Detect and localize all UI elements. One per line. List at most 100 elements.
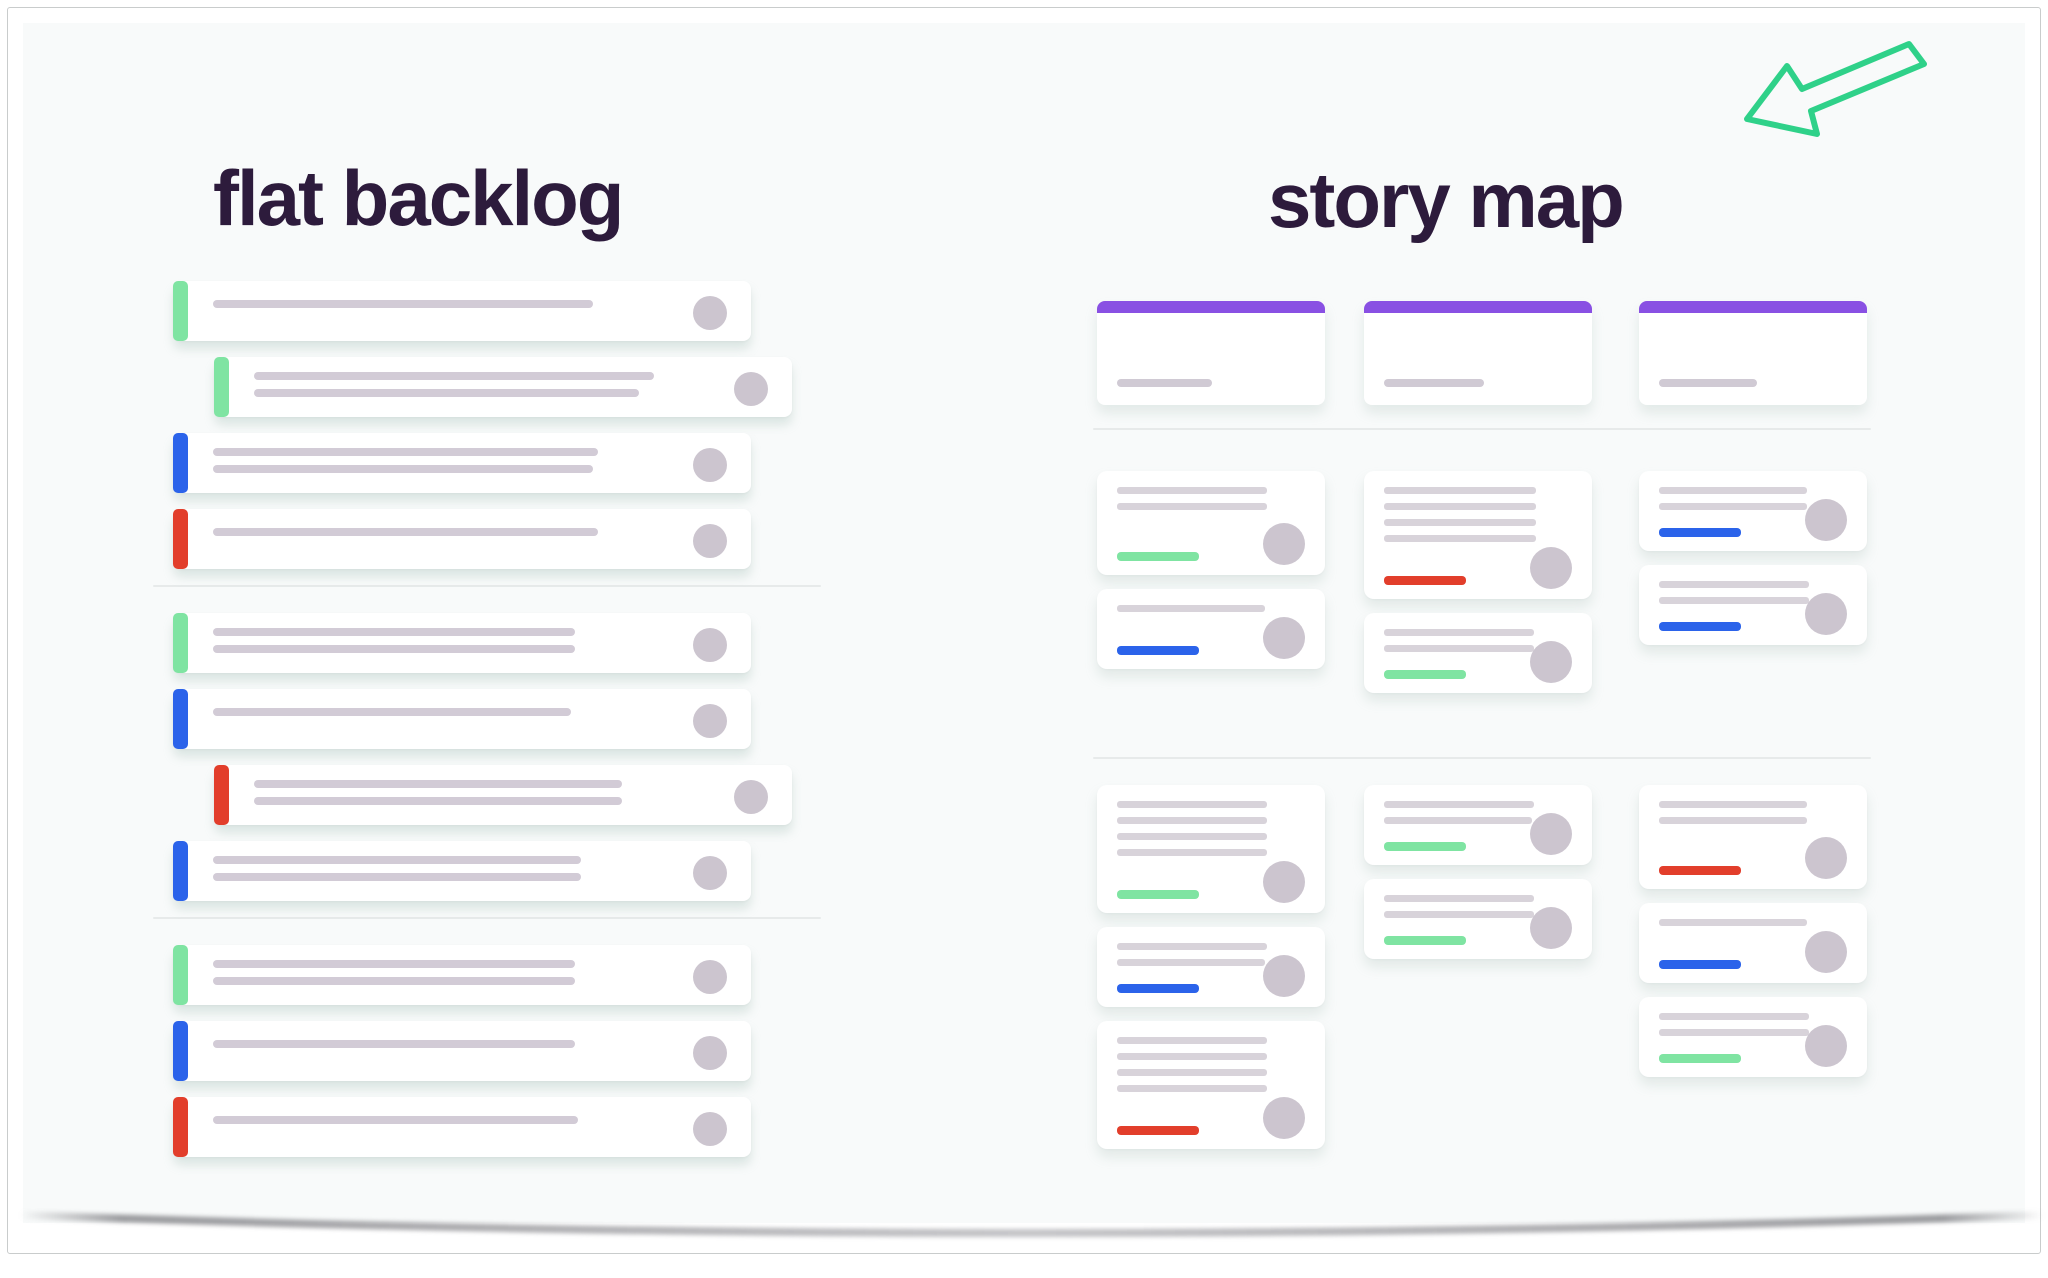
blue-label-bar — [1117, 984, 1199, 993]
hand-drawn-arrow-icon — [1744, 41, 1927, 137]
backlog-group-separator — [153, 917, 821, 919]
blue-priority-bar — [173, 1021, 188, 1081]
story-band-1-column — [1364, 471, 1592, 707]
backlog-card — [173, 281, 751, 341]
story-card — [1639, 785, 1867, 889]
text-placeholder-line — [254, 797, 622, 805]
blue-priority-bar — [173, 689, 188, 749]
backlog-card — [173, 689, 751, 749]
avatar-placeholder — [693, 524, 727, 558]
story-band-2-column — [1364, 785, 1592, 973]
purple-epic-bar — [1364, 301, 1592, 313]
flat-backlog-title: flat backlog — [213, 154, 624, 243]
text-placeholder-line — [1117, 487, 1267, 494]
text-placeholder-line — [1659, 919, 1807, 926]
text-placeholder-line — [1659, 487, 1807, 494]
text-placeholder-line — [254, 372, 654, 380]
text-placeholder-line — [1384, 503, 1536, 510]
story-band-2-column — [1639, 785, 1867, 1091]
blue-label-bar — [1117, 646, 1199, 655]
story-card — [1097, 927, 1325, 1007]
text-placeholder-line — [1117, 833, 1267, 840]
green-priority-bar — [173, 945, 188, 1005]
backlog-card — [173, 509, 751, 569]
red-priority-bar — [173, 509, 188, 569]
text-placeholder-line — [1384, 487, 1536, 494]
text-placeholder-line — [1659, 801, 1807, 808]
purple-epic-bar — [1639, 301, 1867, 313]
red-label-bar — [1384, 576, 1466, 585]
blue-label-bar — [1659, 622, 1741, 631]
story-card — [1097, 589, 1325, 669]
page-curl-shadow — [20, 1211, 2044, 1237]
text-placeholder-line — [213, 300, 593, 308]
backlog-group-separator — [153, 585, 821, 587]
epic-card — [1639, 301, 1867, 405]
avatar-placeholder — [1263, 617, 1305, 659]
text-placeholder-line — [1659, 597, 1809, 604]
blue-label-bar — [1659, 960, 1741, 969]
backlog-card — [173, 613, 751, 673]
story-card — [1097, 471, 1325, 575]
story-card — [1364, 471, 1592, 599]
avatar-placeholder — [693, 704, 727, 738]
red-label-bar — [1117, 1126, 1199, 1135]
red-label-bar — [1659, 866, 1741, 875]
avatar-placeholder — [1805, 499, 1847, 541]
text-placeholder-line — [1117, 849, 1267, 856]
text-placeholder-line — [1117, 379, 1212, 387]
story-band-1-column — [1639, 471, 1867, 659]
text-placeholder-line — [213, 465, 593, 473]
text-placeholder-line — [1384, 535, 1536, 542]
green-priority-bar — [214, 357, 229, 417]
text-placeholder-line — [1117, 1085, 1267, 1092]
green-label-bar — [1659, 1054, 1741, 1063]
text-placeholder-line — [1117, 1069, 1267, 1076]
avatar-placeholder — [693, 1036, 727, 1070]
text-placeholder-line — [213, 873, 581, 881]
story-card — [1639, 471, 1867, 551]
story-card — [1639, 997, 1867, 1077]
story-card — [1364, 879, 1592, 959]
avatar-placeholder — [1805, 931, 1847, 973]
avatar-placeholder — [693, 856, 727, 890]
flat-backlog-list — [153, 281, 821, 1173]
purple-epic-bar — [1097, 301, 1325, 313]
text-placeholder-line — [1659, 1013, 1809, 1020]
text-placeholder-line — [1659, 817, 1807, 824]
story-card — [1639, 903, 1867, 983]
text-placeholder-line — [1117, 801, 1267, 808]
text-placeholder-line — [1384, 817, 1532, 824]
avatar-placeholder — [1530, 547, 1572, 589]
text-placeholder-line — [213, 977, 575, 985]
backlog-card — [214, 765, 792, 825]
avatar-placeholder — [1263, 955, 1305, 997]
avatar-placeholder — [693, 960, 727, 994]
text-placeholder-line — [1659, 1029, 1809, 1036]
green-label-bar — [1117, 890, 1199, 899]
red-priority-bar — [214, 765, 229, 825]
backlog-card — [173, 841, 751, 901]
blue-priority-bar — [173, 841, 188, 901]
epic-card — [1097, 301, 1325, 405]
text-placeholder-line — [1384, 895, 1534, 902]
avatar-placeholder — [693, 628, 727, 662]
story-band-2-column — [1097, 785, 1325, 1163]
red-priority-bar — [173, 1097, 188, 1157]
avatar-placeholder — [1805, 1025, 1847, 1067]
text-placeholder-line — [1384, 645, 1534, 652]
text-placeholder-line — [254, 780, 622, 788]
backlog-card — [173, 1097, 751, 1157]
backlog-card — [173, 945, 751, 1005]
story-card — [1364, 785, 1592, 865]
text-placeholder-line — [1117, 503, 1267, 510]
story-card — [1097, 1021, 1325, 1149]
text-placeholder-line — [1384, 801, 1534, 808]
story-card — [1639, 565, 1867, 645]
avatar-placeholder — [1805, 837, 1847, 879]
backlog-card — [173, 433, 751, 493]
avatar-placeholder — [1530, 641, 1572, 683]
story-map-separator — [1093, 757, 1871, 759]
backlog-card — [173, 1021, 751, 1081]
green-label-bar — [1117, 552, 1199, 561]
